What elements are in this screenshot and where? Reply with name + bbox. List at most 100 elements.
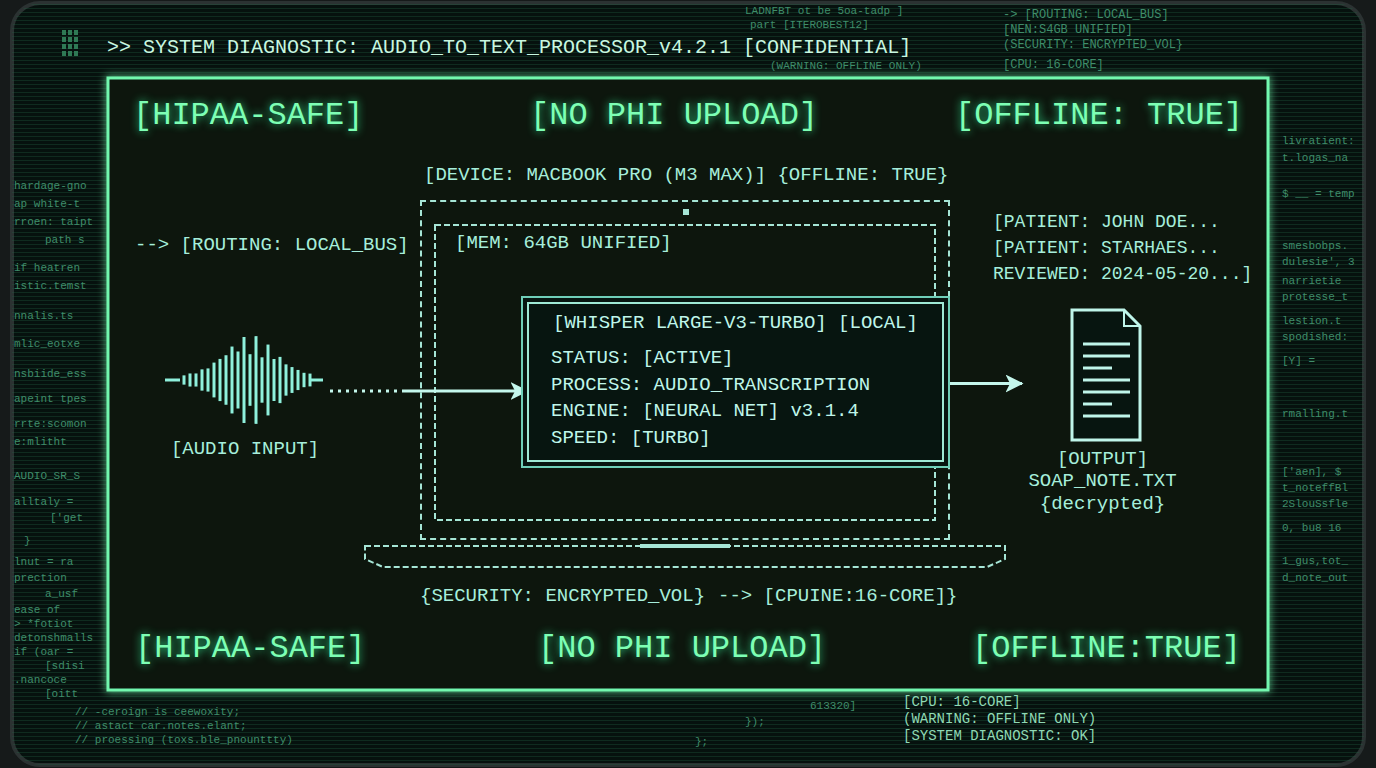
code-fragment: [Y] = bbox=[1282, 355, 1315, 368]
code-fragment: (SECURITY: ENCRYPTED_VOL} bbox=[1003, 38, 1183, 52]
code-fragment: t_noteffBl bbox=[1282, 482, 1348, 495]
code-fragment: }; bbox=[695, 736, 708, 749]
code-fragment: apeint tpes bbox=[14, 393, 87, 406]
waveform-bar bbox=[225, 355, 228, 405]
info-label: --> [CPUINE:16-CORE]} bbox=[718, 585, 957, 608]
code-fragment: alltaly = bbox=[14, 496, 73, 509]
code-fragment: e:mlitht bbox=[14, 436, 67, 449]
pixel-block bbox=[74, 30, 78, 35]
memory-label: [MEM: 64GB UNIFIED] bbox=[455, 232, 672, 255]
waveform-bar bbox=[183, 375, 186, 384]
code-fragment: rroen: taipt bbox=[14, 216, 93, 229]
waveform-bar bbox=[213, 363, 216, 398]
status-badge: [OFFLINE: TRUE] bbox=[955, 97, 1243, 135]
code-fragment: istic.temst bbox=[14, 280, 87, 293]
flow-arrow bbox=[944, 382, 1022, 385]
node-label: SOAP_NOTE.TXT bbox=[1028, 470, 1176, 493]
pixel-block bbox=[68, 30, 72, 35]
node-label: [AUDIO INPUT] bbox=[171, 438, 319, 461]
status-badge: [HIPAA-SAFE] bbox=[135, 630, 365, 668]
code-fragment: rrte:scomon bbox=[14, 418, 87, 431]
pixel-block bbox=[74, 44, 78, 49]
waveform-bar bbox=[243, 337, 246, 423]
model-status-line: STATUS: [ACTIVE] bbox=[551, 347, 920, 370]
code-fragment: rmalling.t bbox=[1282, 408, 1348, 421]
status-badge: [HIPAA-SAFE] bbox=[133, 97, 363, 135]
title: >> SYSTEM DIAGNOSTIC: AUDIO_TO_TEXT_PROC… bbox=[107, 36, 911, 60]
code-fragment: // proessing (toxs.ble_pnounttty) bbox=[75, 734, 293, 747]
document-text-line bbox=[1083, 367, 1112, 370]
pixel-block bbox=[68, 44, 72, 49]
code-fragment: (WARNING: OFFLINE ONLY) bbox=[770, 60, 922, 73]
node-label: {decrypted} bbox=[1040, 493, 1165, 516]
waveform-bar bbox=[261, 357, 264, 402]
waveform-bar bbox=[309, 374, 312, 387]
code-fragment: lestion.t bbox=[1282, 315, 1341, 328]
info-label: REVIEWED: 2024-05-20...] bbox=[993, 264, 1252, 286]
code-fragment: ['get bbox=[50, 512, 83, 525]
document-text-line bbox=[1083, 391, 1130, 394]
pixel-block bbox=[74, 37, 78, 42]
glowing-frame bbox=[108, 78, 1268, 690]
pixel-block bbox=[74, 51, 78, 56]
code-fragment: }); bbox=[745, 716, 765, 729]
info-label: --> [ROUTING: LOCAL_BUS] bbox=[135, 234, 409, 257]
waveform-bar bbox=[273, 359, 276, 401]
code-fragment: narrietie bbox=[1282, 275, 1341, 288]
code-fragment: part [ITEROBEST12] bbox=[750, 19, 869, 32]
laptop-screen: [DEVICE: MACBOOK PRO (M3 MAX)] {OFFLINE:… bbox=[420, 200, 950, 540]
waveform-bar bbox=[291, 367, 294, 393]
document-text-line bbox=[1083, 379, 1130, 382]
code-fragment: AUDIO_SR_S bbox=[14, 470, 80, 483]
code-fragment: [oitt bbox=[45, 688, 78, 701]
model-heading: [WHISPER LARGE-V3-TURBO] [LOCAL] bbox=[553, 312, 918, 335]
model-status-line: ENGINE: [NEURAL NET] v3.1.4 bbox=[551, 400, 920, 423]
code-fragment: dulesie', 3 bbox=[1282, 256, 1355, 269]
document-text-line bbox=[1083, 403, 1112, 406]
code-fragment: ap white-t bbox=[14, 198, 80, 211]
model-status-line: PROCESS: AUDIO_TRANSCRIPTION bbox=[551, 374, 920, 397]
waveform-bar bbox=[255, 336, 258, 424]
pixel-block bbox=[62, 51, 66, 56]
code-fragment: nsbiide_ess bbox=[14, 368, 87, 381]
pixel-block bbox=[62, 37, 66, 42]
status-badge: [OFFLINE:TRUE] bbox=[972, 630, 1241, 668]
code-fragment: detonshmalls bbox=[14, 632, 93, 645]
waveform-bar bbox=[195, 373, 198, 386]
code-fragment: // astact car.notes.elant; bbox=[75, 720, 247, 733]
code-fragment: // -ceroign is ceewoxity; bbox=[75, 706, 240, 719]
document-icon bbox=[1072, 310, 1140, 440]
code-fragment: } bbox=[24, 535, 31, 548]
pixel-block bbox=[68, 37, 72, 42]
code-fragment: t.logas_na bbox=[1282, 152, 1348, 165]
laptop-base bbox=[365, 546, 1005, 567]
waveform-bar bbox=[201, 369, 204, 390]
output-document-node: [OUTPUT]SOAP_NOTE.TXT{decrypted} bbox=[1022, 305, 1183, 520]
waveform-bar bbox=[297, 370, 300, 390]
waveform-line bbox=[165, 379, 180, 382]
code-fragment: 2SlouSsfle bbox=[1282, 498, 1348, 511]
diagnostic-line: [CPU: 16-CORE] bbox=[903, 694, 1021, 711]
waveform-bar bbox=[303, 373, 306, 387]
waveform-bar bbox=[285, 364, 288, 395]
info-label: {SECURITY: ENCRYPTED_VOL} bbox=[420, 585, 705, 608]
diagnostic-line: [SYSTEM DIAGNOSTIC: OK] bbox=[903, 728, 1096, 745]
document-fold bbox=[1124, 310, 1140, 326]
whisper-model-box: [WHISPER LARGE-V3-TURBO] [LOCAL] STATUS: … bbox=[527, 302, 944, 462]
code-fragment: > *fotiot bbox=[14, 618, 73, 631]
document-text-line bbox=[1083, 343, 1130, 346]
code-fragment: 1_gus,tot_ bbox=[1282, 555, 1348, 568]
laptop-camera bbox=[683, 209, 689, 215]
waveform-bar bbox=[231, 347, 234, 414]
waveform-bar bbox=[267, 345, 270, 416]
code-fragment: protesse_t bbox=[1282, 291, 1348, 304]
code-fragment: if heatren bbox=[14, 262, 80, 275]
audio-input-node: [AUDIO INPUT] bbox=[160, 320, 330, 465]
code-fragment: smesbobps. bbox=[1282, 240, 1348, 253]
info-label: [PATIENT: JOHN DOE... bbox=[993, 212, 1220, 234]
waveform-bar bbox=[207, 368, 210, 391]
code-fragment: d_note_out bbox=[1282, 572, 1348, 585]
code-fragment: 0, bu8 16 bbox=[1282, 522, 1341, 535]
document-text-line bbox=[1083, 355, 1130, 358]
